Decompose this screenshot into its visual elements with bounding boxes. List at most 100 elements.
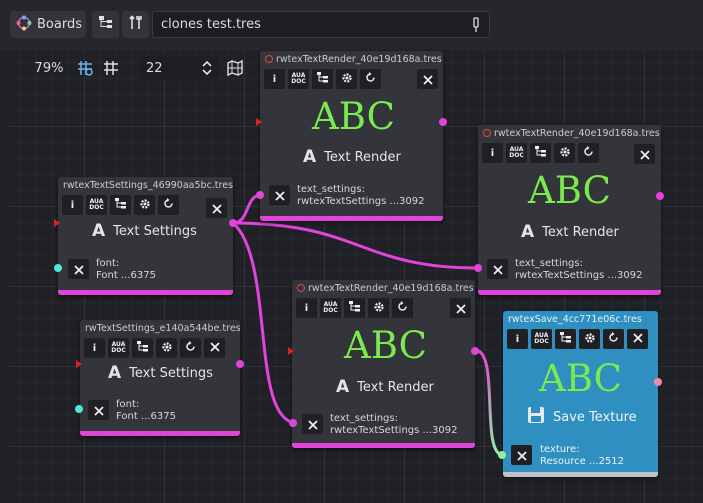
settings-button[interactable] <box>156 338 177 358</box>
minimap-toggle-icon[interactable] <box>222 55 248 81</box>
param-text-settings: text_settings:rwtexTextSettings ...3092 <box>330 413 458 436</box>
reload-button[interactable] <box>180 338 201 358</box>
output-port[interactable] <box>229 219 237 227</box>
hierarchy-button[interactable] <box>92 11 119 38</box>
reload-button[interactable] <box>360 69 381 89</box>
node-title[interactable]: rwtexTextRender_40e19d168a.tres <box>478 125 661 141</box>
close-node-button[interactable] <box>627 329 648 349</box>
node-title[interactable]: rwtexTextSettings_46990aa5bc.tres <box>63 179 233 191</box>
info-button[interactable]: i <box>84 338 105 358</box>
file-name-label: clones test.tres <box>161 17 261 32</box>
reload-icon <box>185 341 196 355</box>
modified-indicator-icon <box>265 55 273 63</box>
param-port[interactable] <box>474 264 482 272</box>
settings-button[interactable] <box>579 329 600 349</box>
output-port[interactable] <box>471 347 479 355</box>
param-port[interactable] <box>498 451 506 459</box>
settings-button[interactable] <box>134 195 155 215</box>
info-button[interactable]: i <box>296 298 317 318</box>
disconnect-param-button[interactable] <box>68 259 89 279</box>
info-icon: i <box>92 342 97 354</box>
node-title[interactable]: rwtexSave_4cc771e06c.tres <box>508 313 642 325</box>
input-port[interactable] <box>54 219 60 227</box>
input-port[interactable] <box>76 360 82 368</box>
param-port[interactable] <box>54 264 62 272</box>
input-port[interactable] <box>288 347 294 355</box>
settings-button[interactable] <box>336 69 357 89</box>
spinner-arrows-icon[interactable] <box>201 59 213 81</box>
output-port[interactable] <box>236 360 244 368</box>
reload-button[interactable] <box>603 329 624 349</box>
info-button[interactable]: i <box>264 69 285 89</box>
hierarchy-button[interactable] <box>110 195 131 215</box>
settings-button[interactable] <box>554 143 575 163</box>
snap-distance-spinbox[interactable]: 22 <box>140 56 218 80</box>
hierarchy-button[interactable] <box>555 329 576 349</box>
param-text-settings: text_settings:rwtexTextSettings ...3092 <box>297 184 425 207</box>
hierarchy-icon <box>317 72 328 86</box>
param-port[interactable] <box>289 419 297 427</box>
close-node-button[interactable] <box>204 338 225 358</box>
wrench-icon <box>128 15 143 34</box>
disconnect-param-button[interactable] <box>88 400 109 420</box>
file-name-field[interactable]: clones test.tres <box>152 11 490 38</box>
hierarchy-button[interactable] <box>530 143 551 163</box>
hierarchy-button[interactable] <box>132 338 153 358</box>
settings-button[interactable] <box>368 298 389 318</box>
close-icon <box>455 299 466 318</box>
reload-button[interactable] <box>158 195 179 215</box>
grid-toggle-icon[interactable] <box>98 55 124 81</box>
reload-button[interactable] <box>392 298 413 318</box>
param-text-settings: text_settings:rwtexTextSettings ...3092 <box>515 258 643 281</box>
output-port[interactable] <box>439 118 447 126</box>
node-title[interactable]: rwtexTextRender_40e19d168a.tres <box>292 280 475 296</box>
close-icon <box>307 415 318 434</box>
boards-button[interactable]: Boards <box>10 11 86 38</box>
node-title[interactable]: rwtexTextRender_40e19d168a.tres <box>260 51 443 67</box>
info-button[interactable]: i <box>62 195 83 215</box>
grid-snap-toggle-icon[interactable] <box>72 55 98 81</box>
close-icon <box>211 199 222 218</box>
close-node-button[interactable] <box>206 198 227 218</box>
param-port[interactable] <box>256 191 264 199</box>
close-icon <box>492 260 503 279</box>
disconnect-param-button[interactable] <box>511 445 532 465</box>
info-button[interactable]: i <box>482 143 503 163</box>
hierarchy-button[interactable] <box>344 298 365 318</box>
pin-icon[interactable] <box>471 17 481 37</box>
input-port[interactable] <box>256 118 262 126</box>
info-button[interactable]: i <box>507 329 528 349</box>
tools-button[interactable] <box>122 11 149 38</box>
disconnect-param-button[interactable] <box>302 414 323 434</box>
close-node-button[interactable] <box>417 69 438 89</box>
zoom-level[interactable]: 79% <box>34 60 64 76</box>
output-port[interactable] <box>654 378 662 386</box>
close-node-button[interactable] <box>450 298 471 318</box>
close-node-button[interactable] <box>634 144 655 164</box>
output-port[interactable] <box>656 192 664 200</box>
disconnect-param-button[interactable] <box>487 259 508 279</box>
reload-icon <box>397 301 408 315</box>
node-title[interactable]: rwTextSettings_e140a544be.tres <box>85 322 240 334</box>
close-icon <box>516 446 527 465</box>
hierarchy-button[interactable] <box>312 69 333 89</box>
reload-button[interactable] <box>578 143 599 163</box>
disconnect-param-button[interactable] <box>269 185 290 205</box>
param-port[interactable] <box>75 405 83 413</box>
